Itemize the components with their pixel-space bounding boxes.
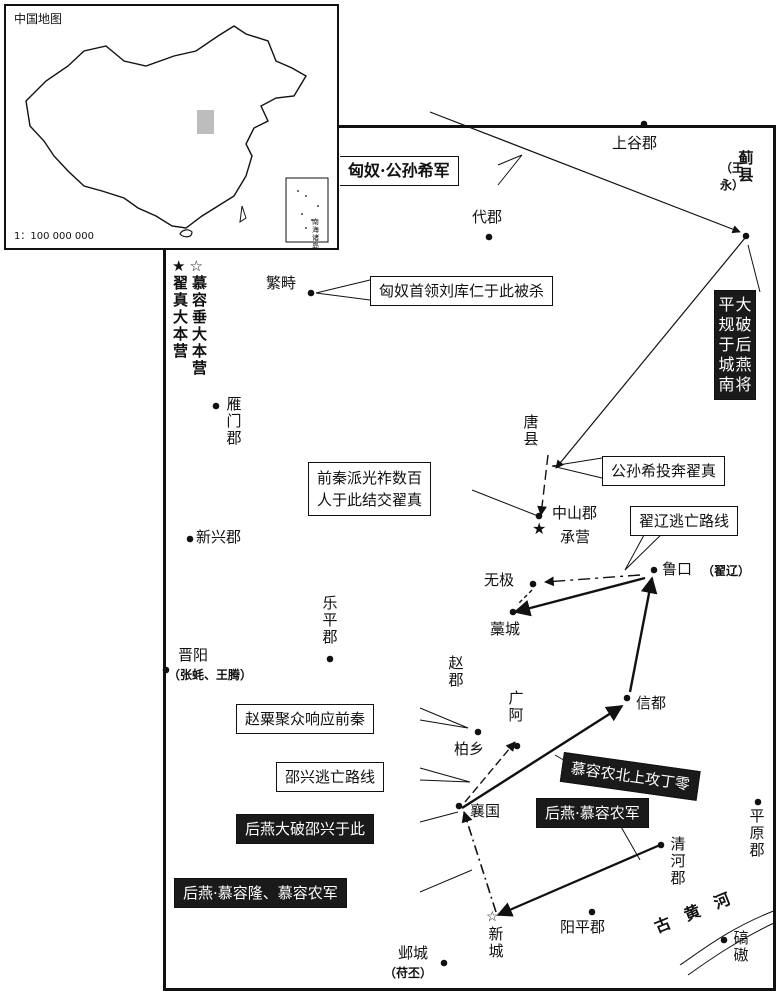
legend-murong-chui-hq: 慕容垂大本营	[191, 274, 207, 377]
callout-shao-xing-route: 邵兴逃亡路线	[276, 762, 385, 792]
china-outline	[25, 25, 329, 243]
place-ji: 蓟县	[738, 149, 754, 184]
callout-gongsun-xi: 公孙希投奔翟真	[602, 456, 726, 486]
city-dot-pingyuan	[754, 798, 762, 806]
city-dot-ji	[742, 232, 750, 240]
city-dot-jinyang	[162, 666, 170, 674]
qinghe-to-xincheng-route	[496, 843, 661, 917]
lukou-to-gaocheng-route	[513, 576, 646, 617]
callout-liu-kuren: 匈奴首领刘库仁于此被杀	[370, 276, 554, 306]
map-frame	[163, 125, 776, 991]
callout-zhai-liao-route: 翟辽逃亡路线	[630, 506, 739, 536]
city-dot-baixiang	[474, 728, 482, 736]
place-pingyuan: 平原郡	[749, 807, 765, 859]
callout-houyan-defeat: 后燕大破邵兴于此	[236, 814, 375, 844]
place-chengying: 承营	[560, 528, 591, 546]
city-dot-leping	[326, 655, 334, 663]
place-gaocheng: 藁城	[490, 620, 521, 638]
city-dot-xinxing	[186, 535, 194, 543]
callout-houyan-long-nong: 后燕·慕容隆、慕容农军	[174, 878, 347, 908]
place-yecheng: 邺城	[398, 944, 429, 962]
place-xindu: 信都	[636, 694, 667, 712]
callout-defeat-col2: 平规于城南	[718, 295, 735, 394]
callout-defeat-col1: 大破后燕将	[735, 295, 752, 394]
place-baixiang: 柏乡	[454, 740, 485, 758]
city-dot-yecheng	[440, 959, 448, 967]
zhai-liao-escape-route	[544, 574, 641, 587]
place-yangping: 阳平郡	[560, 918, 606, 936]
city-dot-xindu	[623, 694, 631, 702]
city-dot-yanmen	[212, 402, 220, 410]
place-xiangguo: 襄国	[470, 802, 501, 820]
callout-qianqin: 前秦派光祚数百 人于此结交翟真	[308, 462, 432, 516]
ancient-yellow-river	[679, 909, 777, 966]
place-yanmen: 雁门郡	[226, 395, 242, 447]
legend-zhai-zhen-hq: 翟真大本营	[172, 274, 188, 360]
callout-xiongnu-army: 匈奴·公孙希军	[340, 156, 459, 186]
place-wuji: 无极	[484, 571, 515, 589]
inset-title: 中国地图	[14, 12, 63, 26]
city-dot-lukou	[650, 566, 658, 574]
inset-china-map: 中国地图 南海诸岛 1：100 000 000	[4, 4, 339, 250]
place-zhao: 赵郡	[448, 654, 464, 689]
legend: ★ ☆ 翟真大本营 慕容垂大本营	[172, 258, 208, 377]
place-leping: 乐平郡	[322, 594, 338, 646]
city-dot-shanggu	[640, 120, 648, 128]
place-lukou: 鲁口	[662, 560, 693, 578]
place-fanshi: 繁畤	[266, 274, 297, 292]
place-wang-yong: （王永）	[720, 161, 745, 192]
callout-defeat-ping-gui: 平规于城南大破后燕将	[714, 290, 756, 400]
city-dot-guang-e	[513, 742, 521, 750]
tang-to-zhongshan-route	[537, 454, 549, 516]
callout-zhao-li: 赵粟聚众响应前秦	[236, 704, 375, 734]
inset-south-sea-label: 南海诸岛	[312, 218, 319, 250]
xindu-to-lukou-route	[628, 576, 658, 693]
hollow-star-icon: ☆	[189, 257, 203, 275]
city-dot-wuji	[529, 580, 537, 588]
xiangguo-to-xindu-route	[461, 704, 624, 810]
place-qiao-ao: 碻磝	[733, 929, 749, 964]
inset-south-sea-box	[285, 177, 329, 243]
filled-star-icon: ★	[172, 257, 186, 275]
place-dai: 代郡	[472, 208, 503, 226]
place-jinyang: 晋阳	[178, 646, 209, 664]
place-shanggu: 上谷郡	[612, 134, 658, 152]
inset-scale: 1：100 000 000	[14, 231, 94, 242]
place-fu-pi: （苻丕）	[384, 966, 433, 980]
city-dot-xiangguo	[455, 802, 463, 810]
xincheng-star-icon: ☆	[486, 909, 499, 925]
city-dot-gaocheng	[509, 608, 517, 616]
callout-qianqin-line2: 人于此结交翟真	[317, 491, 423, 509]
place-jinyang-note: （张蚝、王腾）	[168, 668, 253, 682]
shao-xing-escape-route	[464, 741, 516, 803]
city-dot-zhongshan	[535, 512, 543, 520]
city-dot-qinghe	[657, 841, 665, 849]
place-zhongshan: 中山郡	[552, 504, 598, 522]
callout-qianqin-line1: 前秦派光祚数百	[317, 469, 423, 487]
city-dot-qiao-ao	[720, 936, 728, 944]
city-dot-yangping	[588, 908, 596, 916]
xincheng-to-xiangguo-route	[461, 810, 497, 913]
place-guang-e: 广阿	[508, 689, 524, 724]
city-dot-fanshi	[307, 289, 315, 297]
place-tang: 唐县	[523, 413, 539, 448]
chengying-star-icon: ★	[532, 519, 547, 538]
city-dot-dai	[485, 233, 493, 241]
ji-to-tang-route	[555, 237, 746, 469]
place-zhai-liao: （翟辽）	[702, 564, 751, 578]
inset-highlight-region	[197, 110, 214, 134]
wuji-to-gaocheng-route	[516, 589, 533, 606]
place-qinghe: 清河郡	[670, 835, 686, 887]
callout-houyan-nong: 后燕·慕容农军	[536, 798, 649, 828]
place-xincheng: 新城	[488, 925, 504, 960]
place-xinxing: 新兴郡	[196, 528, 242, 546]
xiongnu-route	[429, 111, 741, 234]
